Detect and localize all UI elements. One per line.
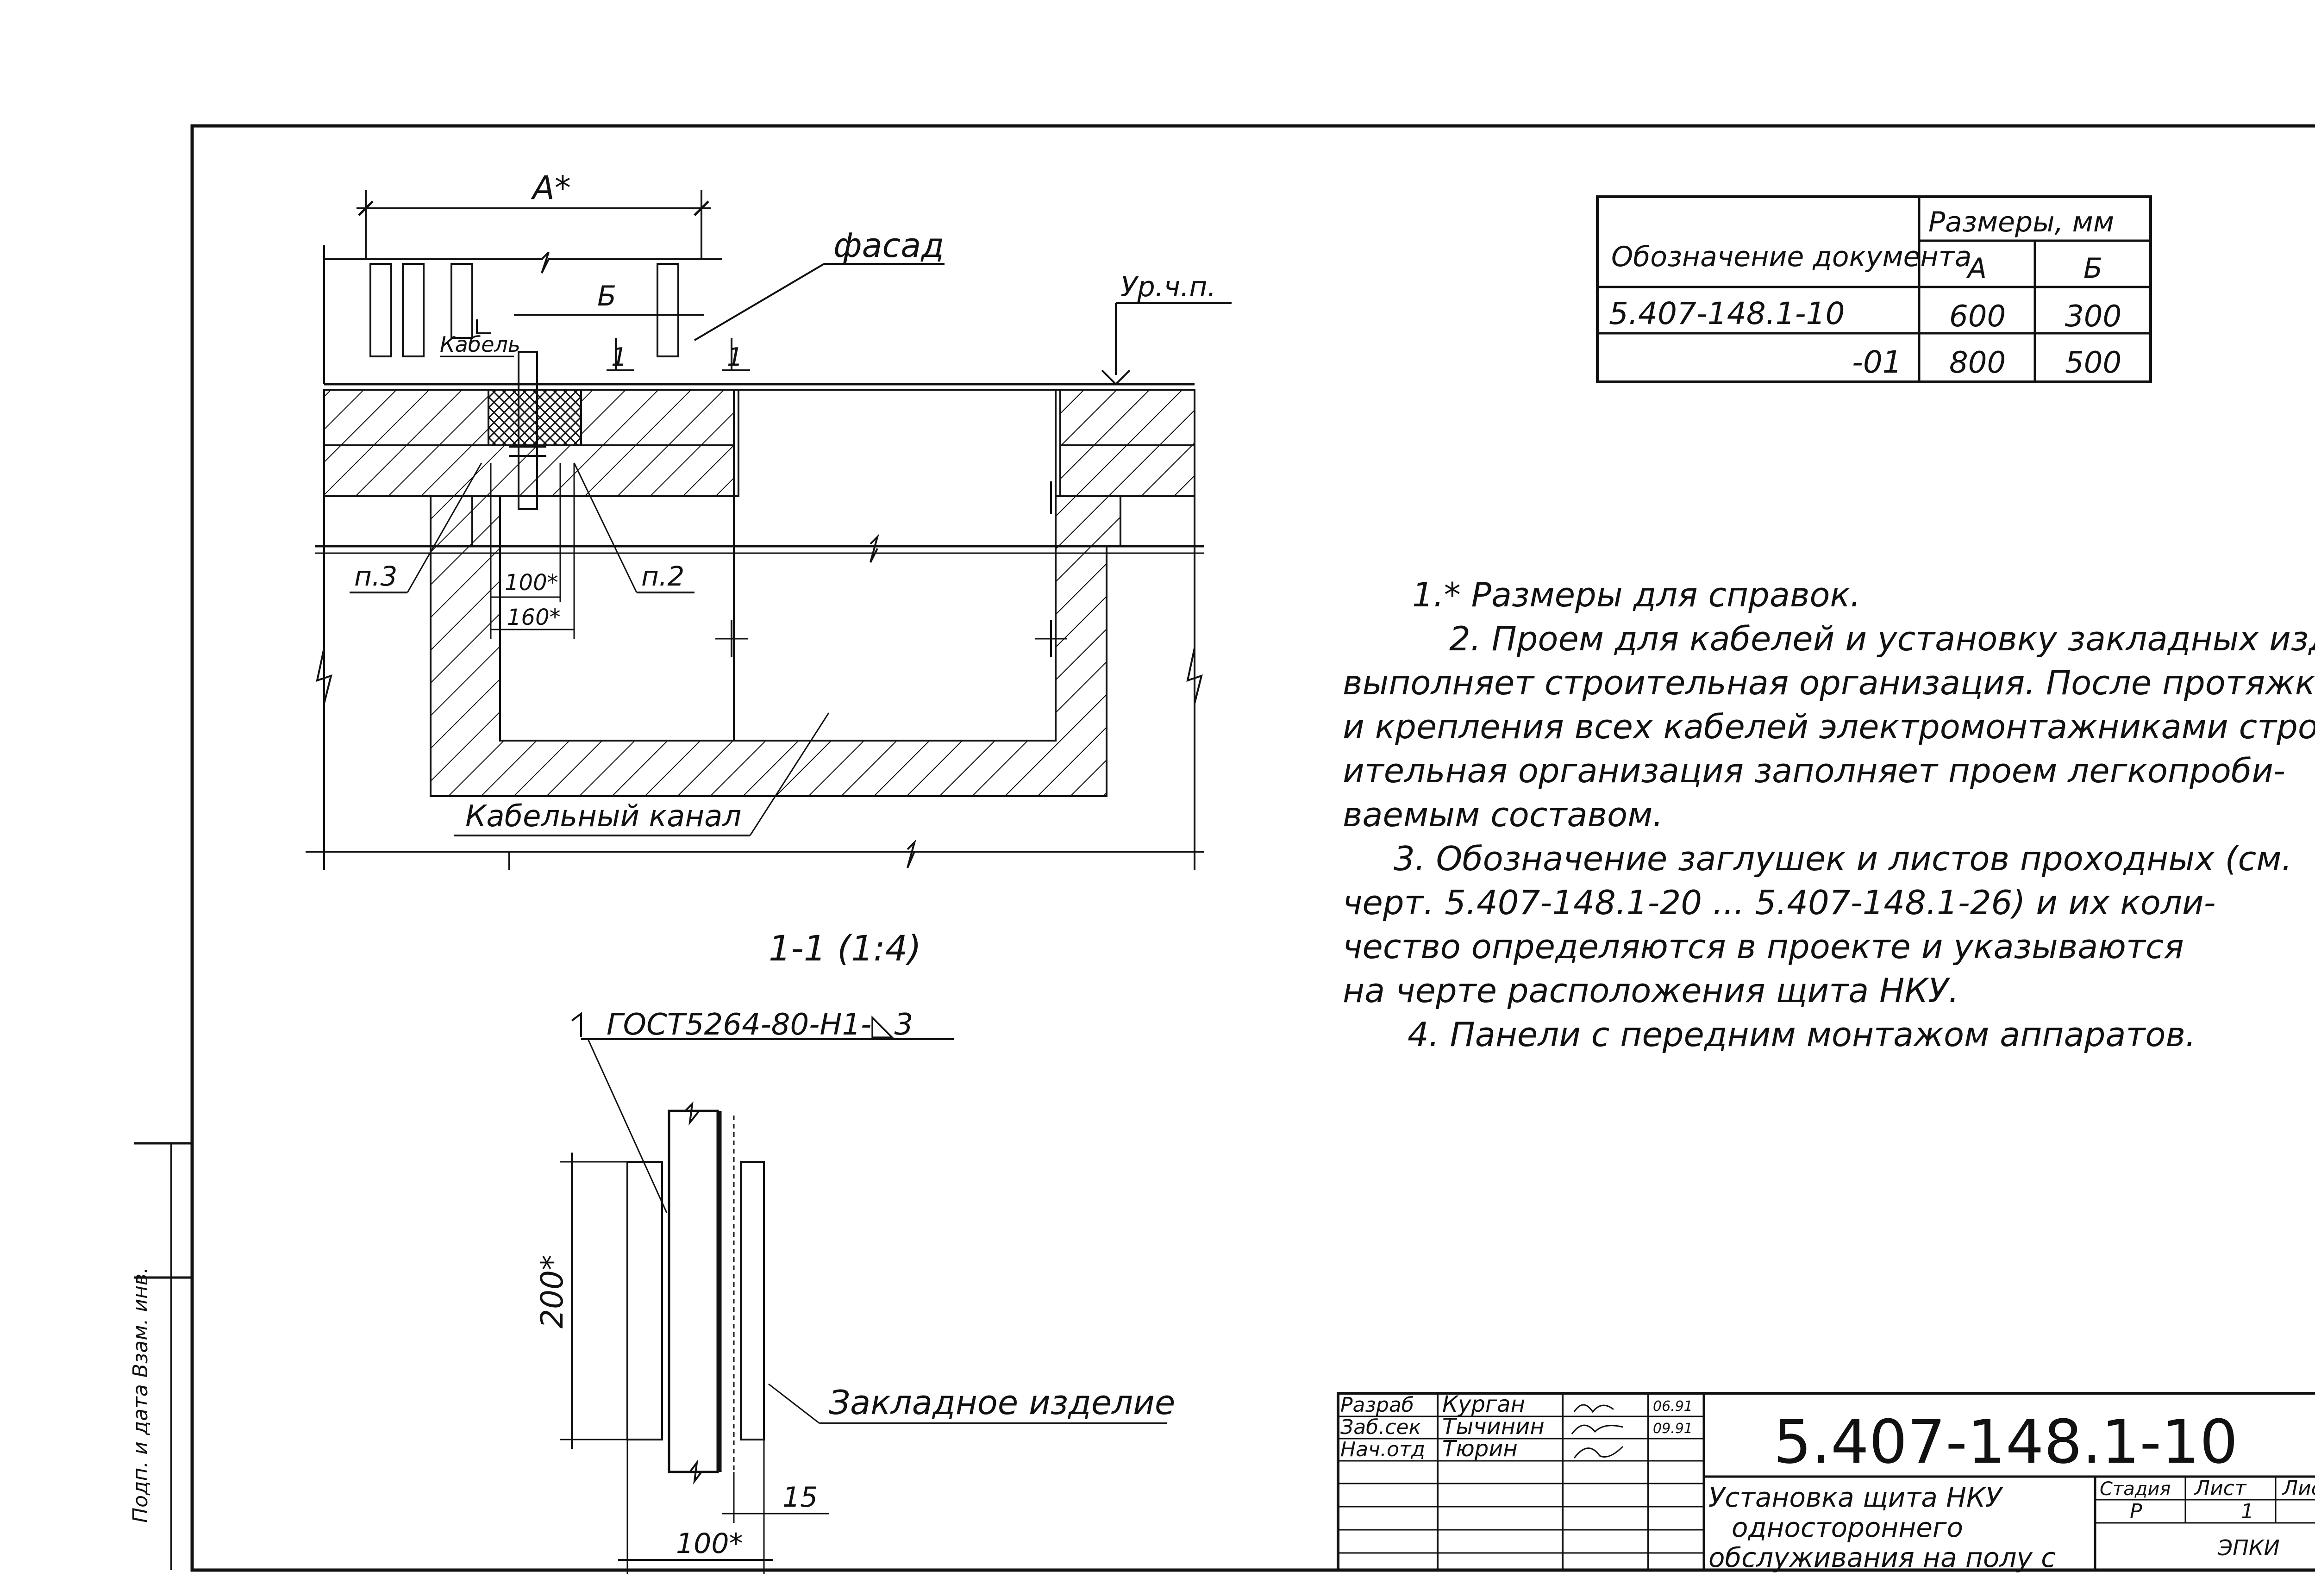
note-line: 3. Обозначение заглушек и листов проходн… xyxy=(1394,839,2292,878)
table-header-designation: Обозначение документа xyxy=(1611,241,1971,273)
note-line: на черте расположения щита НКУ. xyxy=(1343,971,1959,1010)
cable-channel-label: Кабельный канал xyxy=(465,799,741,834)
dim-b-label: Б xyxy=(597,280,616,312)
dim-160-plan: 160* xyxy=(507,605,561,630)
title-description-line: одностороннего xyxy=(1732,1512,1963,1543)
facade-label: фасад xyxy=(833,226,944,265)
section-mark-right: 1 xyxy=(727,343,743,372)
embedded-item-label: Закладное изделие xyxy=(829,1383,1175,1422)
dim-100-section-label: 100* xyxy=(676,1527,743,1560)
sheet-value: 1 xyxy=(2241,1500,2254,1523)
signature-role: Нач.отд xyxy=(1340,1438,1425,1461)
weld-note: ГОСТ5264-80-Н1-◺3 xyxy=(607,1008,913,1042)
title-block-code: 5.407-148.1-10 xyxy=(1773,1407,2238,1477)
note-line: 1.* Размеры для справок. xyxy=(1412,575,1861,614)
table-row-1-a: 600 xyxy=(1949,299,2006,334)
table-row-2-designation: -01 xyxy=(1852,344,1902,380)
callout-p2: п.2 xyxy=(641,561,684,592)
stage-value: Р xyxy=(2130,1500,2142,1523)
section-mark-left: 1 xyxy=(611,343,627,372)
note-line: чество определяются в проекте и указываю… xyxy=(1343,927,2184,966)
notes: 1.* Размеры для справок. 2. Проем для ка… xyxy=(1343,575,2315,1054)
dim-100-plan: 100* xyxy=(505,570,558,596)
note-line: ительная организация заполняет проем лег… xyxy=(1343,751,2285,790)
callout-p3: п.3 xyxy=(354,561,397,592)
note-line: ваемым составом. xyxy=(1343,795,1663,834)
title-description-line: обслуживания на полу с xyxy=(1708,1542,2056,1573)
table-row-1-b: 300 xyxy=(2065,299,2121,334)
signature-role: Заб.сек xyxy=(1340,1415,1421,1439)
signature-name: Тычинин xyxy=(1442,1414,1545,1440)
drawing-frame xyxy=(190,124,2315,1572)
note-line: 2. Проем для кабелей и установку закладн… xyxy=(1449,619,2315,658)
title-description-line: Установка щита НКУ xyxy=(1708,1482,2003,1513)
signature-name: Тюрин xyxy=(1442,1436,1518,1462)
organization-label: ЭПКИ xyxy=(2217,1535,2280,1560)
stage-header: Стадия xyxy=(2100,1478,2171,1500)
dim-a-label: A* xyxy=(531,169,571,207)
note-line: и крепления всех кабелей электромонтажни… xyxy=(1343,707,2315,746)
section-title: 1-1 (1:4) xyxy=(769,928,921,969)
handwritten-signature xyxy=(1571,1404,1624,1459)
dim-200-label: 200* xyxy=(534,1255,570,1328)
dim-15-label: 15 xyxy=(782,1481,818,1514)
table-row-2-b: 500 xyxy=(2065,346,2121,380)
floor-level-label: Ур.ч.п. xyxy=(1120,271,1216,303)
signature-role: Разраб xyxy=(1340,1393,1414,1417)
cable-label: Кабель xyxy=(440,332,520,357)
side-strip: Подп. и дата Взам. инв. xyxy=(129,1142,192,1570)
size-table: Обозначение документа Размеры, мм А Б 5.… xyxy=(1596,195,2152,383)
signature-date: 09.91 xyxy=(1653,1421,1693,1437)
signature-date: 06.91 xyxy=(1653,1398,1693,1415)
table-header-a: А xyxy=(1966,252,1987,285)
note-line: 4. Панели с передним монтажом аппаратов. xyxy=(1408,1015,2196,1054)
sheets-header: Листов xyxy=(2282,1477,2315,1500)
sheet-header: Лист xyxy=(2194,1477,2247,1500)
section-view: 1-1 (1:4) ГОСТ5264-80-Н1-◺3 200* 15 100*… xyxy=(534,928,1175,1574)
plan-view: A* Б фасад Ур.ч.п. Кабель 1 1 xyxy=(306,169,1232,870)
table-row-2-a: 800 xyxy=(1949,346,2006,380)
table-row-1-designation: 5.407-148.1-10 xyxy=(1609,296,1845,331)
cable-opening xyxy=(488,389,582,446)
table-header-sizes: Размеры, мм xyxy=(1928,206,2114,238)
note-line: черт. 5.407-148.1-20 ... 5.407-148.1-26)… xyxy=(1343,883,2216,922)
side-strip-label: Подп. и дата Взам. инв. xyxy=(129,1267,152,1523)
note-line: выполняет строительная организация. Посл… xyxy=(1343,663,2315,702)
title-block: Разраб Курган 06.91 Заб.сек Тычинин 09.9… xyxy=(1337,1391,2315,1573)
signature-name: Курган xyxy=(1442,1391,1525,1417)
table-header-b: Б xyxy=(2084,252,2102,285)
